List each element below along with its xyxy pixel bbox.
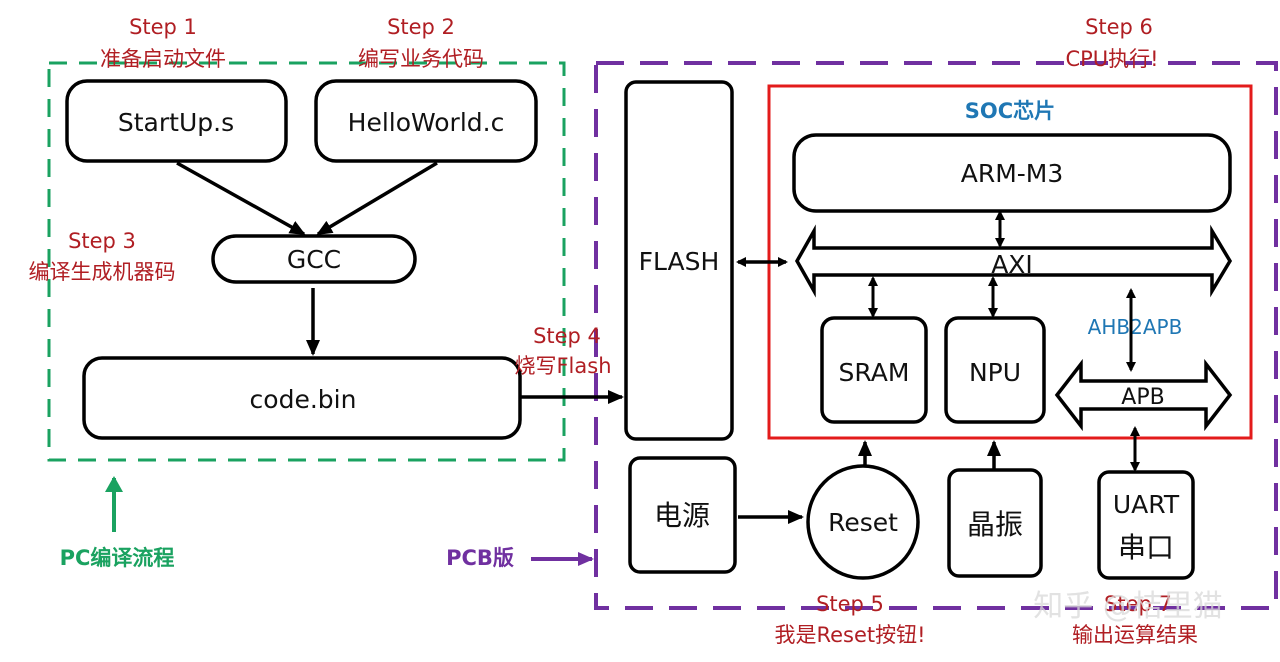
- step4-title: Step 4: [533, 324, 601, 348]
- sram-box: [820, 316, 928, 424]
- uart-label-line2: 串口: [1118, 531, 1174, 564]
- step5-desc: 我是Reset按钮!: [774, 623, 925, 647]
- step6-desc: CPU执行!: [1065, 47, 1158, 71]
- soc-title: SOC芯片: [965, 99, 1055, 123]
- reset-label: Reset: [828, 508, 898, 537]
- axi-bus-label: AXI: [991, 250, 1033, 279]
- pcb-region-border: [594, 61, 1278, 610]
- step2-title: Step 2: [387, 15, 455, 39]
- npu-box: [944, 316, 1046, 424]
- step2-annotation: Step 2 编写业务代码: [358, 15, 484, 71]
- step4-annotation: Step 4 烧写Flash: [514, 324, 611, 378]
- gcc-label: GCC: [287, 245, 341, 274]
- helloworld-to-gcc-arrow: [316, 161, 438, 236]
- step7-title: Step 7: [1104, 592, 1172, 616]
- pcb-region-label: PCB版: [446, 546, 514, 570]
- crystal-label: 晶振: [967, 508, 1023, 541]
- startup-to-gcc-arrow: [176, 161, 306, 236]
- step7-desc: 输出运算结果: [1072, 623, 1198, 647]
- step3-desc: 编译生成机器码: [29, 260, 176, 284]
- pc-region-border: [47, 61, 566, 462]
- startup-file-box: [65, 79, 288, 163]
- step7-annotation: Step 7 输出运算结果: [1072, 592, 1198, 647]
- step5-title: Step 5: [816, 592, 884, 616]
- reset-button[interactable]: [806, 464, 920, 580]
- flash-box: [624, 80, 734, 441]
- axi-bus-shape: [794, 224, 1233, 298]
- step4-desc: 烧写Flash: [514, 354, 611, 378]
- step3-annotation: Step 3 编译生成机器码: [29, 229, 176, 284]
- watermark: 知乎 @桔里猫: [1033, 589, 1223, 624]
- apb-bus-label: APB: [1121, 385, 1164, 410]
- power-label: 电源: [654, 499, 710, 532]
- step1-desc: 准备启动文件: [100, 47, 226, 71]
- cpu-core-label: ARM-M3: [961, 159, 1064, 188]
- uart-label-line1: UART: [1113, 490, 1180, 519]
- apb-bus-shape: [1054, 358, 1233, 432]
- step1-title: Step 1: [129, 15, 197, 39]
- step5-annotation: Step 5 我是Reset按钮!: [774, 592, 925, 647]
- step2-desc: 编写业务代码: [358, 47, 484, 71]
- step6-title: Step 6: [1085, 15, 1153, 39]
- helloworld-file-box: [314, 79, 538, 163]
- npu-label: NPU: [969, 358, 1021, 387]
- startup-file-label: StartUp.s: [118, 108, 234, 137]
- gcc-box: [211, 234, 417, 284]
- uart-box: [1097, 470, 1195, 580]
- step3-title: Step 3: [68, 229, 136, 253]
- power-box: [628, 456, 737, 574]
- sram-label: SRAM: [839, 358, 910, 387]
- step6-annotation: Step 6 CPU执行!: [1065, 15, 1158, 71]
- codebin-box: [82, 356, 522, 440]
- codebin-label: code.bin: [250, 385, 357, 414]
- helloworld-file-label: HelloWorld.c: [348, 108, 505, 137]
- step1-annotation: Step 1 准备启动文件: [100, 15, 226, 71]
- flash-label: FLASH: [639, 247, 720, 276]
- cpu-core-box: [792, 133, 1232, 213]
- pc-region-label: PC编译流程: [60, 546, 175, 570]
- ahb2apb-label: AHB2APB: [1088, 315, 1183, 339]
